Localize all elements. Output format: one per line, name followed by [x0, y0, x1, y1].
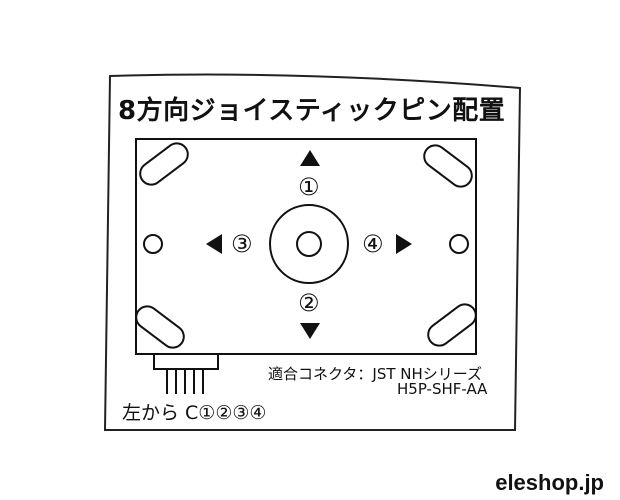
mounting-slot-bottom-right: [427, 303, 477, 347]
mounting-hole-left: [143, 234, 163, 254]
direction-label-right: ④: [362, 230, 384, 258]
diagram-title: 8方向ジョイスティックピン配置: [118, 96, 506, 126]
mounting-hole-right: [449, 234, 469, 254]
connector-pins: [166, 369, 204, 394]
mounting-slot-top-right: [423, 144, 473, 188]
connector-body: [153, 353, 219, 370]
pin-order-label: 左から C①②③④: [122, 402, 267, 424]
connector-part-number: H5P-SHF-AA: [397, 380, 488, 398]
mounting-slot-bottom-left: [135, 305, 185, 349]
arrow-right-icon: [396, 234, 412, 254]
arrow-left-icon: [206, 234, 222, 254]
base-plate: [135, 138, 477, 355]
arrow-down-icon: [300, 323, 320, 339]
direction-label-down: ②: [298, 289, 320, 317]
site-watermark: eleshop.jp: [495, 470, 604, 495]
connector-compat-label: 適合コネクタ：JST NHシリーズ: [268, 365, 483, 383]
paper-card: [103, 73, 522, 431]
direction-label-up: ①: [298, 173, 320, 201]
stick-outer-ring: [269, 204, 349, 284]
mounting-slot-top-left: [139, 142, 189, 186]
direction-label-left: ③: [231, 230, 253, 258]
arrow-up-icon: [300, 150, 320, 166]
stick-shaft: [296, 231, 322, 257]
